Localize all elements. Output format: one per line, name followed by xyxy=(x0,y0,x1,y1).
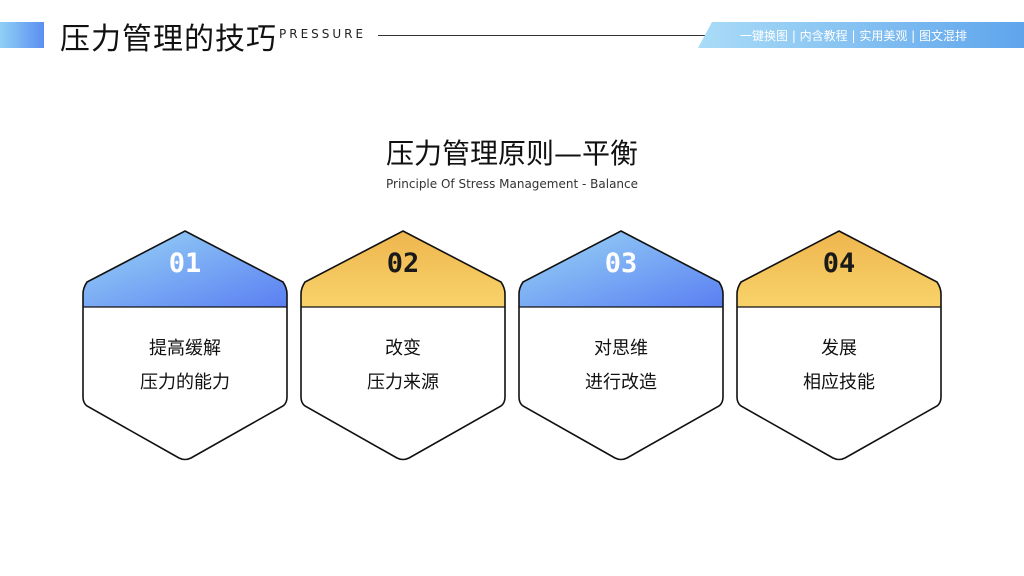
hex-outline-01 xyxy=(82,230,288,461)
card-number-01: 01 xyxy=(168,248,202,279)
hex-cap-01 xyxy=(83,231,287,307)
card-body-01: 提高缓解压力的能力 xyxy=(82,332,288,400)
hex-cap-03 xyxy=(519,231,723,307)
page-subtitle: PRESSURE xyxy=(279,27,367,41)
card-line1: 发展 xyxy=(821,338,857,359)
card-number-03: 03 xyxy=(604,248,638,279)
card-line1: 提高缓解 xyxy=(149,338,221,359)
header-accent-bar xyxy=(0,22,44,48)
header-divider xyxy=(378,35,723,36)
hex-cap-04 xyxy=(737,231,941,307)
card-body-03: 对思维进行改造 xyxy=(518,332,724,400)
card-line1: 改变 xyxy=(385,338,421,359)
hex-outline-04 xyxy=(736,230,942,461)
hex-cap-02 xyxy=(301,231,505,307)
card-body-04: 发展相应技能 xyxy=(736,332,942,400)
card-number-04: 04 xyxy=(822,248,856,279)
card-line2: 压力来源 xyxy=(367,372,439,393)
hex-outline-03 xyxy=(518,230,724,461)
tagline-banner xyxy=(698,22,1024,48)
section-title: 压力管理原则—平衡 xyxy=(385,137,638,170)
card-body-02: 改变压力来源 xyxy=(300,332,506,400)
card-line2: 进行改造 xyxy=(585,372,657,393)
section-subtitle: Principle Of Stress Management - Balance xyxy=(385,177,639,191)
card-number-02: 02 xyxy=(386,248,420,279)
card-line2: 相应技能 xyxy=(803,372,875,393)
card-line2: 压力的能力 xyxy=(140,372,230,393)
card-line1: 对思维 xyxy=(594,338,648,359)
tagline-text: 一键换图 | 内含教程 | 实用美观 | 图文混排 xyxy=(740,29,968,43)
page-title: 压力管理的技巧 xyxy=(60,22,277,57)
hex-outline-02 xyxy=(300,230,506,461)
